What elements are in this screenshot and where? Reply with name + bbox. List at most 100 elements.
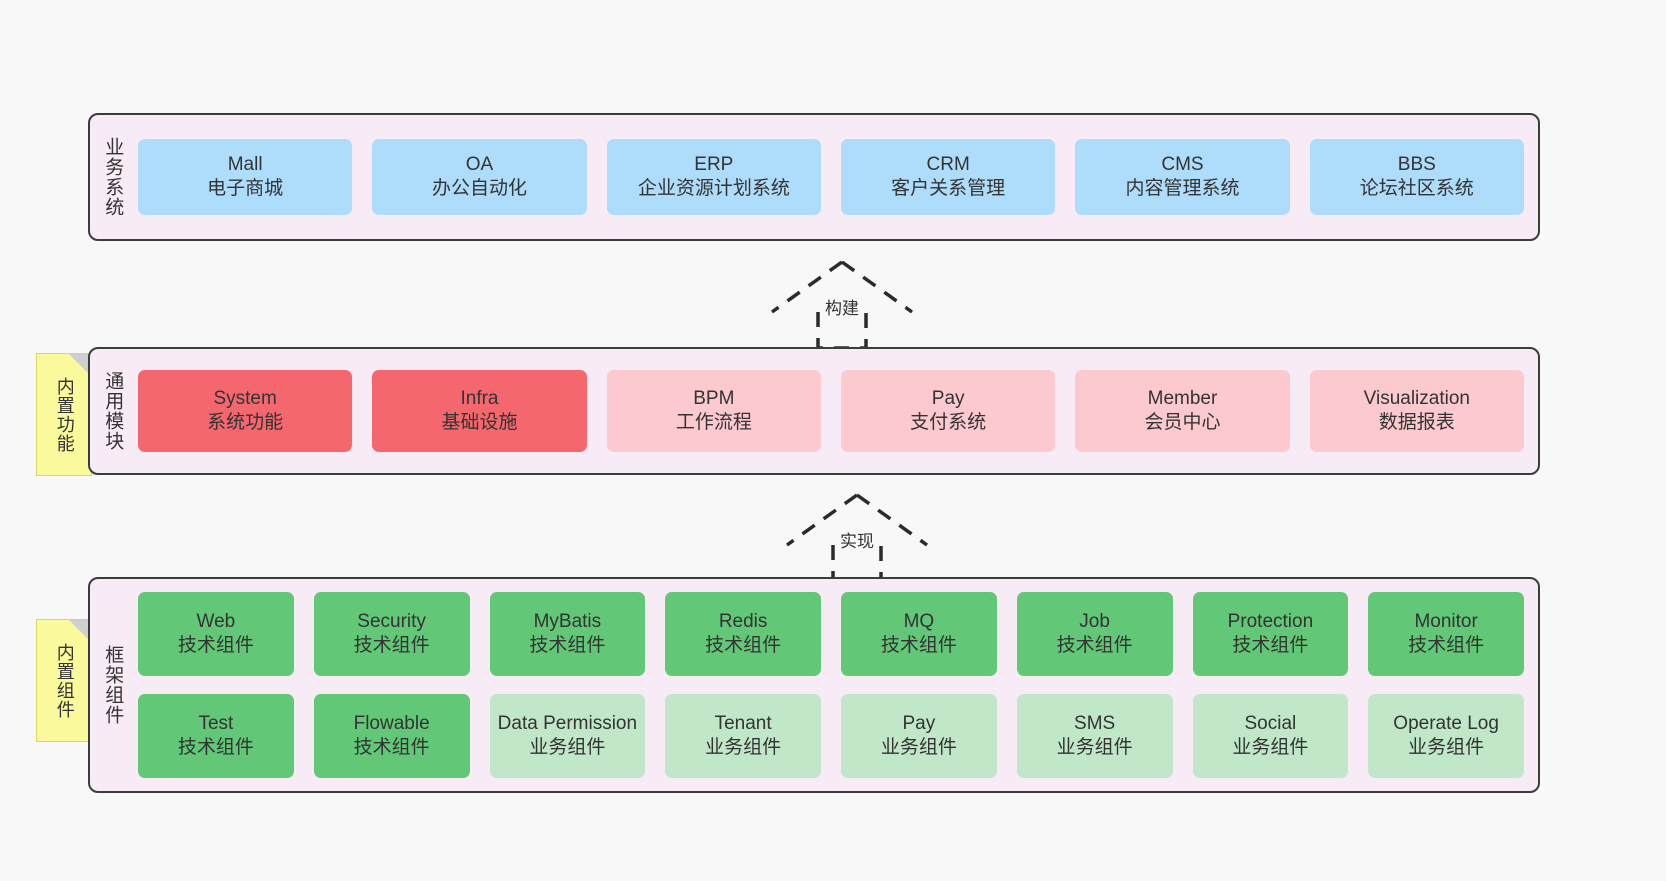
node-infra-cn: 基础设施 bbox=[441, 412, 518, 433]
note-builtin-function-label: 内置功能 bbox=[54, 376, 75, 453]
node-pay-module-cn: 支付系统 bbox=[910, 412, 987, 433]
node-mybatis[interactable]: MyBatis 技术组件 bbox=[489, 592, 646, 676]
node-crm-cn: 客户关系管理 bbox=[891, 178, 1006, 199]
note-fold-corner-icon bbox=[69, 354, 91, 376]
node-pay-component-en: Pay bbox=[902, 713, 936, 735]
node-tenant-en: Tenant bbox=[714, 713, 772, 735]
node-bpm[interactable]: BPM 工作流程 bbox=[606, 370, 821, 452]
node-cms-cn: 内容管理系统 bbox=[1125, 178, 1240, 199]
node-operate-log-en: Operate Log bbox=[1393, 713, 1499, 735]
node-protection-cn: 技术组件 bbox=[1232, 635, 1309, 656]
node-mq-cn: 技术组件 bbox=[880, 635, 957, 656]
node-system[interactable]: System 系统功能 bbox=[138, 370, 353, 452]
business-systems-row: Mall 电子商城 OA 办公自动化 ERP 企业资源计划系统 CRM 客户关系… bbox=[138, 139, 1524, 215]
node-operate-log[interactable]: Operate Log 业务组件 bbox=[1368, 694, 1524, 778]
node-security-en: Security bbox=[357, 611, 426, 633]
node-social[interactable]: Social 业务组件 bbox=[1192, 694, 1349, 778]
layer-common-modules-title: 通用模块 bbox=[102, 371, 124, 451]
node-redis[interactable]: Redis 技术组件 bbox=[665, 592, 821, 676]
node-pay-component[interactable]: Pay 业务组件 bbox=[841, 694, 997, 778]
node-infra[interactable]: Infra 基础设施 bbox=[372, 370, 587, 452]
node-system-cn: 系统功能 bbox=[207, 412, 284, 433]
connector-implement: 实现 bbox=[767, 489, 947, 585]
node-data-permission-cn: 业务组件 bbox=[529, 737, 606, 758]
connector-implement-label: 实现 bbox=[840, 532, 874, 551]
node-sms-cn: 业务组件 bbox=[1056, 737, 1133, 758]
node-mybatis-cn: 技术组件 bbox=[529, 635, 606, 656]
node-web-en: Web bbox=[196, 611, 236, 633]
layer-framework-components-body: Web 技术组件 Security 技术组件 MyBatis 技术组件 Redi… bbox=[134, 579, 1538, 791]
framework-tech-components-row: Web 技术组件 Security 技术组件 MyBatis 技术组件 Redi… bbox=[138, 592, 1524, 676]
node-mall-cn: 电子商城 bbox=[207, 178, 284, 199]
node-bpm-en: BPM bbox=[693, 388, 735, 410]
node-bbs-cn: 论坛社区系统 bbox=[1359, 178, 1474, 199]
node-cms[interactable]: CMS 内容管理系统 bbox=[1075, 139, 1290, 215]
node-test[interactable]: Test 技术组件 bbox=[138, 694, 294, 778]
node-test-en: Test bbox=[198, 713, 234, 735]
node-infra-en: Infra bbox=[460, 388, 499, 410]
node-sms[interactable]: SMS 业务组件 bbox=[1016, 694, 1173, 778]
layer-common-modules: 通用模块 System 系统功能 Infra 基础设施 BPM 工作流程 Pay… bbox=[88, 347, 1540, 475]
connector-build-label: 构建 bbox=[825, 299, 859, 318]
node-job[interactable]: Job 技术组件 bbox=[1016, 592, 1173, 676]
node-monitor-en: Monitor bbox=[1414, 611, 1478, 633]
node-erp-cn: 企业资源计划系统 bbox=[637, 178, 790, 199]
node-member-cn: 会员中心 bbox=[1144, 412, 1221, 433]
note-fold-corner-icon bbox=[69, 620, 91, 642]
node-monitor[interactable]: Monitor 技术组件 bbox=[1368, 592, 1524, 676]
node-erp[interactable]: ERP 企业资源计划系统 bbox=[606, 139, 821, 215]
node-pay-module[interactable]: Pay 支付系统 bbox=[840, 370, 1056, 452]
node-sms-en: SMS bbox=[1074, 713, 1116, 735]
node-web-cn: 技术组件 bbox=[177, 635, 254, 656]
node-mybatis-en: MyBatis bbox=[533, 611, 602, 633]
node-visualization[interactable]: Visualization 数据报表 bbox=[1309, 370, 1524, 452]
node-flowable-cn: 技术组件 bbox=[353, 737, 430, 758]
node-oa[interactable]: OA 办公自动化 bbox=[372, 139, 587, 215]
note-builtin-component-label: 内置组件 bbox=[54, 642, 75, 719]
node-tenant-cn: 业务组件 bbox=[705, 737, 782, 758]
node-protection[interactable]: Protection 技术组件 bbox=[1192, 592, 1349, 676]
layer-common-modules-body: System 系统功能 Infra 基础设施 BPM 工作流程 Pay 支付系统… bbox=[134, 349, 1538, 473]
node-data-permission[interactable]: Data Permission 业务组件 bbox=[489, 694, 646, 778]
node-member[interactable]: Member 会员中心 bbox=[1075, 370, 1290, 452]
node-pay-component-cn: 业务组件 bbox=[880, 737, 957, 758]
note-builtin-component: 内置组件 bbox=[36, 619, 92, 742]
node-crm-en: CRM bbox=[926, 154, 970, 176]
node-crm[interactable]: CRM 客户关系管理 bbox=[840, 139, 1056, 215]
node-member-en: Member bbox=[1147, 388, 1218, 410]
node-bbs-en: BBS bbox=[1397, 154, 1436, 176]
node-cms-en: CMS bbox=[1161, 154, 1204, 176]
node-pay-module-en: Pay bbox=[931, 388, 965, 410]
node-visualization-cn: 数据报表 bbox=[1378, 412, 1455, 433]
node-security-cn: 技术组件 bbox=[353, 635, 430, 656]
node-social-cn: 业务组件 bbox=[1232, 737, 1309, 758]
node-redis-cn: 技术组件 bbox=[705, 635, 782, 656]
node-erp-en: ERP bbox=[694, 154, 734, 176]
connector-build: 构建 bbox=[752, 256, 932, 352]
node-redis-en: Redis bbox=[718, 611, 768, 633]
node-social-en: Social bbox=[1244, 713, 1297, 735]
node-mq-en: MQ bbox=[903, 611, 935, 633]
node-operate-log-cn: 业务组件 bbox=[1408, 737, 1485, 758]
node-mall-en: Mall bbox=[227, 154, 263, 176]
node-job-cn: 技术组件 bbox=[1056, 635, 1133, 656]
framework-business-components-row: Test 技术组件 Flowable 技术组件 Data Permission … bbox=[138, 694, 1524, 778]
node-security[interactable]: Security 技术组件 bbox=[313, 592, 470, 676]
node-system-en: System bbox=[213, 388, 277, 410]
node-flowable[interactable]: Flowable 技术组件 bbox=[313, 694, 470, 778]
node-mall[interactable]: Mall 电子商城 bbox=[138, 139, 353, 215]
node-visualization-en: Visualization bbox=[1363, 388, 1470, 410]
node-bbs[interactable]: BBS 论坛社区系统 bbox=[1309, 139, 1524, 215]
node-mq[interactable]: MQ 技术组件 bbox=[841, 592, 997, 676]
node-tenant[interactable]: Tenant 业务组件 bbox=[665, 694, 821, 778]
node-monitor-cn: 技术组件 bbox=[1408, 635, 1485, 656]
layer-business-systems-body: Mall 电子商城 OA 办公自动化 ERP 企业资源计划系统 CRM 客户关系… bbox=[134, 115, 1538, 239]
node-oa-en: OA bbox=[465, 154, 494, 176]
note-builtin-function: 内置功能 bbox=[36, 353, 92, 476]
layer-business-systems: 业务系统 Mall 电子商城 OA 办公自动化 ERP 企业资源计划系统 CRM… bbox=[88, 113, 1540, 241]
layer-framework-components-title: 框架组件 bbox=[102, 645, 124, 725]
node-web[interactable]: Web 技术组件 bbox=[138, 592, 294, 676]
node-flowable-en: Flowable bbox=[353, 713, 430, 735]
common-modules-row: System 系统功能 Infra 基础设施 BPM 工作流程 Pay 支付系统… bbox=[138, 370, 1524, 452]
